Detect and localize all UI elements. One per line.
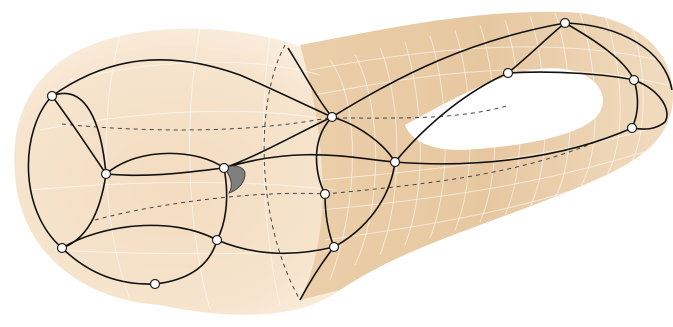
vertex [58, 244, 67, 253]
vertex [504, 69, 513, 78]
vertex [328, 113, 337, 122]
vertex [628, 124, 637, 133]
surface-body [14, 12, 673, 315]
vertex [561, 19, 570, 28]
vertex [48, 92, 57, 101]
surface-tube [300, 12, 673, 300]
vertex [220, 164, 229, 173]
vertex [330, 243, 339, 252]
vertex [391, 158, 400, 167]
vertex [151, 280, 160, 289]
vertex [630, 76, 639, 85]
vertex [102, 170, 111, 179]
vertex [321, 190, 330, 199]
vertex [213, 236, 222, 245]
